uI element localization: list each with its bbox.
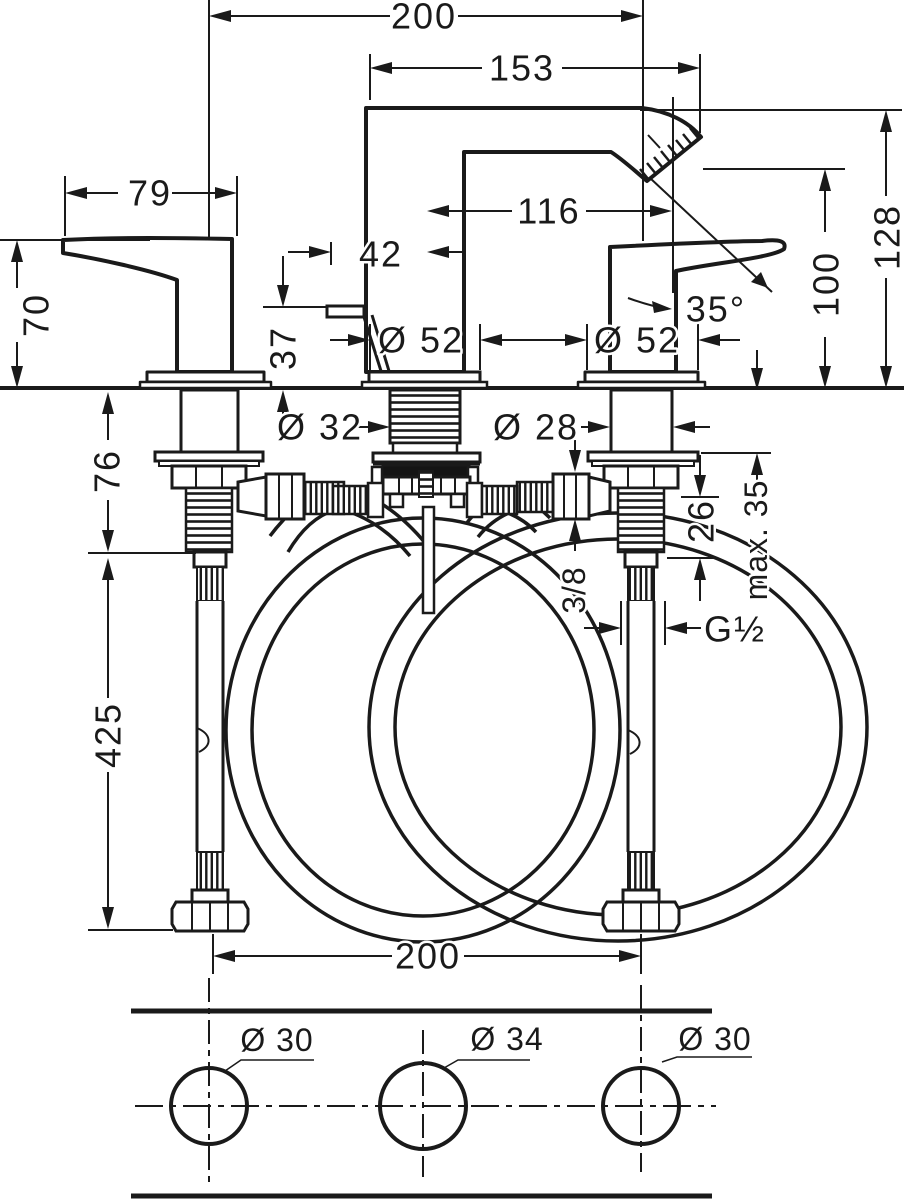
spray-angle-line <box>649 177 773 293</box>
dimension-lines <box>0 0 902 974</box>
dim-angle-35: 35° <box>686 289 746 330</box>
dim-hose-425: 425 <box>88 702 129 768</box>
right-supply-hose <box>601 566 681 933</box>
hole-middle <box>378 1061 468 1151</box>
dim-rod-42: 42 <box>359 234 403 275</box>
dim-deck-max-35: max. 35 <box>738 480 774 601</box>
mounting-nut <box>602 464 680 490</box>
dim-handle-79: 79 <box>128 173 172 214</box>
dim-reach-153: 153 <box>489 48 555 89</box>
drain-knob <box>325 304 366 319</box>
dim-thread-g12: G½ <box>704 609 766 650</box>
label-hole-left: Ø 30 <box>240 1022 313 1058</box>
leader-middle-hole <box>443 1059 530 1069</box>
union-nut <box>264 472 306 521</box>
mounting-nut <box>170 464 248 490</box>
dim-height-70: 70 <box>16 293 57 337</box>
drain-pull-rod <box>421 505 436 615</box>
dim-shank-28: Ø 28 <box>493 407 579 448</box>
leader-right-hole <box>661 1056 752 1063</box>
dim-height-100: 100 <box>806 251 847 317</box>
dim-rod-37: 37 <box>263 326 304 370</box>
union-nut <box>551 472 591 521</box>
dim-travel-26: 26 <box>681 499 722 543</box>
right-handle <box>576 238 787 390</box>
spout-shank-tee-assembly <box>331 388 519 615</box>
dimension-labels: 200 153 79 70 116 42 37 Ø 52 Ø 52 35° 10… <box>13 0 904 979</box>
left-supply-hose <box>170 566 250 933</box>
hole-right <box>601 1066 681 1146</box>
threaded-shank <box>616 486 666 554</box>
label-hole-right: Ø 30 <box>678 1021 751 1057</box>
dim-escutcheon-spout: Ø 52 <box>378 320 464 361</box>
dim-escutcheon-handle: Ø 52 <box>594 320 680 361</box>
spray-tick <box>647 134 661 149</box>
left-handle <box>61 236 273 390</box>
dimension-arrowheads <box>11 10 892 962</box>
hole-layout-plan-view: Ø 30 Ø 34 Ø 30 <box>131 978 753 1199</box>
leader-left-hole <box>224 1059 314 1072</box>
dim-height-128: 128 <box>867 204 904 270</box>
dim-top-width: 200 <box>391 0 457 37</box>
label-hole-middle: Ø 34 <box>470 1021 543 1057</box>
dim-reach-116: 116 <box>517 191 580 232</box>
hole-left <box>169 1066 249 1146</box>
threaded-shank <box>184 486 234 554</box>
spout-threaded-shank <box>388 388 462 445</box>
spout <box>325 106 703 390</box>
dim-depth-76: 76 <box>87 449 128 493</box>
dim-shank-32: Ø 32 <box>277 407 363 448</box>
dim-bottom-width: 200 <box>395 936 461 977</box>
right-valve-assembly <box>515 388 700 569</box>
dim-thread-3-8: 3/8 <box>556 566 592 613</box>
